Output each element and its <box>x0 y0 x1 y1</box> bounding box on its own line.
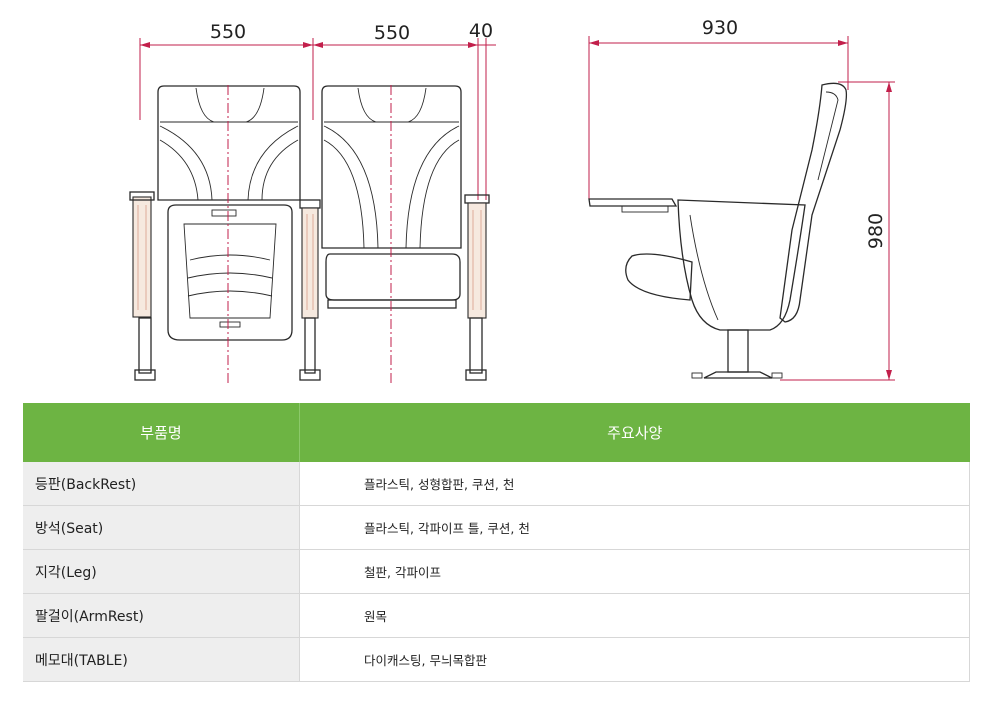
header-main-spec: 주요사양 <box>299 403 970 462</box>
table-row: 방석(Seat) 플라스틱, 각파이프 틀, 쿠션, 천 <box>23 505 970 550</box>
part-name-cell: 지각(Leg) <box>23 549 300 594</box>
front-dimension-lines <box>139 38 496 200</box>
side-view-seat <box>588 36 895 381</box>
dimension-front-left: 550 <box>210 21 246 43</box>
spec-cell: 원목 <box>299 593 970 638</box>
front-view-left-seat <box>129 85 301 385</box>
table-row: 메모대(TABLE) 다이캐스팅, 무늬목합판 <box>23 637 970 682</box>
front-view-middle-armrest <box>299 199 321 381</box>
table-row: 팔걸이(ArmRest) 원목 <box>23 593 970 638</box>
dimension-side-height: 980 <box>865 213 887 249</box>
dimension-side-depth: 930 <box>702 17 738 39</box>
seat-technical-drawing: 550 550 40 <box>129 17 895 385</box>
spec-cell: 철판, 각파이프 <box>299 549 970 594</box>
part-name-cell: 팔걸이(ArmRest) <box>23 593 300 638</box>
spec-cell: 다이캐스팅, 무늬목합판 <box>299 637 970 682</box>
spec-table: 부품명 주요사양 등판(BackRest) 플라스틱, 성형합판, 쿠션, 천 … <box>23 403 970 682</box>
spec-cell: 플라스틱, 각파이프 틀, 쿠션, 천 <box>299 505 970 550</box>
table-row: 지각(Leg) 철판, 각파이프 <box>23 549 970 594</box>
spec-cell: 플라스틱, 성형합판, 쿠션, 천 <box>299 462 970 506</box>
spec-table-header: 부품명 주요사양 <box>23 403 970 462</box>
part-name-cell: 방석(Seat) <box>23 505 300 550</box>
table-row: 등판(BackRest) 플라스틱, 성형합판, 쿠션, 천 <box>23 462 970 506</box>
part-name-cell: 메모대(TABLE) <box>23 637 300 682</box>
front-view-right-seat <box>321 85 490 385</box>
dimension-armrest: 40 <box>469 20 493 42</box>
dimension-front-right: 550 <box>374 22 410 44</box>
header-part-name: 부품명 <box>23 403 300 462</box>
part-name-cell: 등판(BackRest) <box>23 462 300 506</box>
